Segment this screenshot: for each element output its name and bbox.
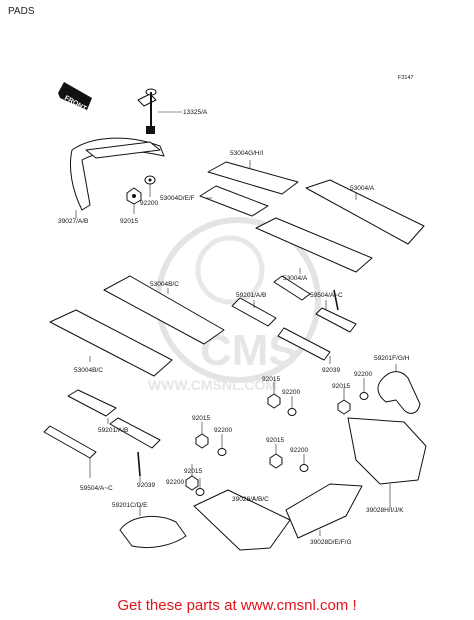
label-59504-lower: 59504/A~C bbox=[80, 485, 113, 492]
label-92039-lower: 92039 bbox=[137, 482, 155, 489]
part-92039-upper bbox=[333, 289, 339, 311]
label-59504-upper: 59504/A~C bbox=[310, 292, 343, 299]
label-92015-right: 92015 bbox=[332, 383, 350, 390]
part-92015-nut-top bbox=[126, 187, 142, 205]
part-92015-mid bbox=[267, 393, 281, 409]
part-39028D bbox=[285, 483, 363, 539]
part-92015-low bbox=[195, 433, 209, 449]
label-53004D: 53004D/E/F bbox=[160, 195, 195, 202]
label-53004B-upper: 53004B/C bbox=[150, 281, 179, 288]
part-39027 bbox=[69, 93, 165, 211]
watermark-url: WWW.CMSNL.COM bbox=[148, 377, 277, 393]
label-53004G: 53004G/H/I bbox=[230, 150, 263, 157]
pad-53004-a-middle bbox=[255, 217, 373, 273]
part-92200-low2 bbox=[299, 464, 309, 472]
pad-53004B-lower bbox=[49, 309, 173, 377]
label-39028D: 39028D/E/F/G bbox=[310, 539, 352, 546]
label-92015-mid: 92015 bbox=[262, 376, 280, 383]
part-59201C bbox=[119, 516, 187, 549]
label-39028-left: 39028/A/B/C bbox=[232, 496, 269, 503]
label-92200-low3: 92200 bbox=[166, 479, 184, 486]
part-39028-left bbox=[193, 489, 291, 551]
label-53004B-lower: 53004B/C bbox=[74, 367, 103, 374]
label-92015-low3: 92015 bbox=[184, 468, 202, 475]
pad-53004B-upper bbox=[103, 275, 225, 345]
part-13325-bolt bbox=[145, 88, 157, 134]
pad-53004G bbox=[207, 161, 299, 195]
label-92015-top: 92015 bbox=[120, 218, 138, 225]
label-92200-right: 92200 bbox=[354, 371, 372, 378]
part-59504-lower bbox=[43, 425, 97, 459]
front-arrow-icon: FRONT bbox=[58, 82, 92, 113]
part-59201-upper bbox=[231, 275, 331, 361]
part-92200-low3 bbox=[195, 488, 205, 496]
label-53004-middle: 53004/A bbox=[283, 275, 308, 282]
label-13325: 13325/A bbox=[183, 109, 208, 116]
part-92015-low2 bbox=[269, 453, 283, 469]
part-92200-right bbox=[359, 392, 369, 400]
label-92015-low2: 92015 bbox=[266, 437, 284, 444]
label-92200-mid: 92200 bbox=[282, 389, 300, 396]
pad-53004-a-right bbox=[305, 179, 425, 245]
label-59201F: 59201F/G/H bbox=[374, 355, 410, 362]
part-92200-mid bbox=[287, 408, 297, 416]
label-92200-top: 92200 bbox=[140, 200, 158, 207]
label-92039-upper: 92039 bbox=[322, 367, 340, 374]
part-59201-lower bbox=[67, 389, 161, 449]
page-title: PADS bbox=[8, 6, 35, 17]
label-92015-low: 92015 bbox=[192, 415, 210, 422]
label-92200-low2: 92200 bbox=[290, 447, 308, 454]
pad-53004D bbox=[199, 185, 269, 217]
label-39027: 39027/A/B bbox=[58, 218, 88, 225]
part-92015-low3 bbox=[185, 475, 199, 491]
part-59201F bbox=[377, 371, 421, 414]
part-92039-lower bbox=[137, 451, 141, 477]
label-59201C: 59201C/D/E bbox=[112, 502, 148, 509]
label-59201-upper: 59201/A/B bbox=[236, 292, 266, 299]
part-39028H bbox=[347, 417, 427, 485]
part-92200-low bbox=[217, 448, 227, 456]
footer-parts-link[interactable]: Get these parts at www.cmsnl.com ! bbox=[117, 597, 357, 614]
label-92200-low: 92200 bbox=[214, 427, 232, 434]
figure-ref: F3147 bbox=[398, 75, 414, 81]
part-59504-upper bbox=[315, 307, 357, 333]
part-92015-right bbox=[337, 399, 351, 415]
labels: 13325/A 39027/A/B 92015 92200 53004G/H/I… bbox=[58, 109, 410, 546]
label-59201-lower: 59201/A/B bbox=[98, 427, 128, 434]
label-39028H: 39028H/I/J/K bbox=[366, 507, 404, 514]
part-92200-washer-top bbox=[144, 175, 156, 185]
label-53004-right: 53004/A bbox=[350, 185, 375, 192]
